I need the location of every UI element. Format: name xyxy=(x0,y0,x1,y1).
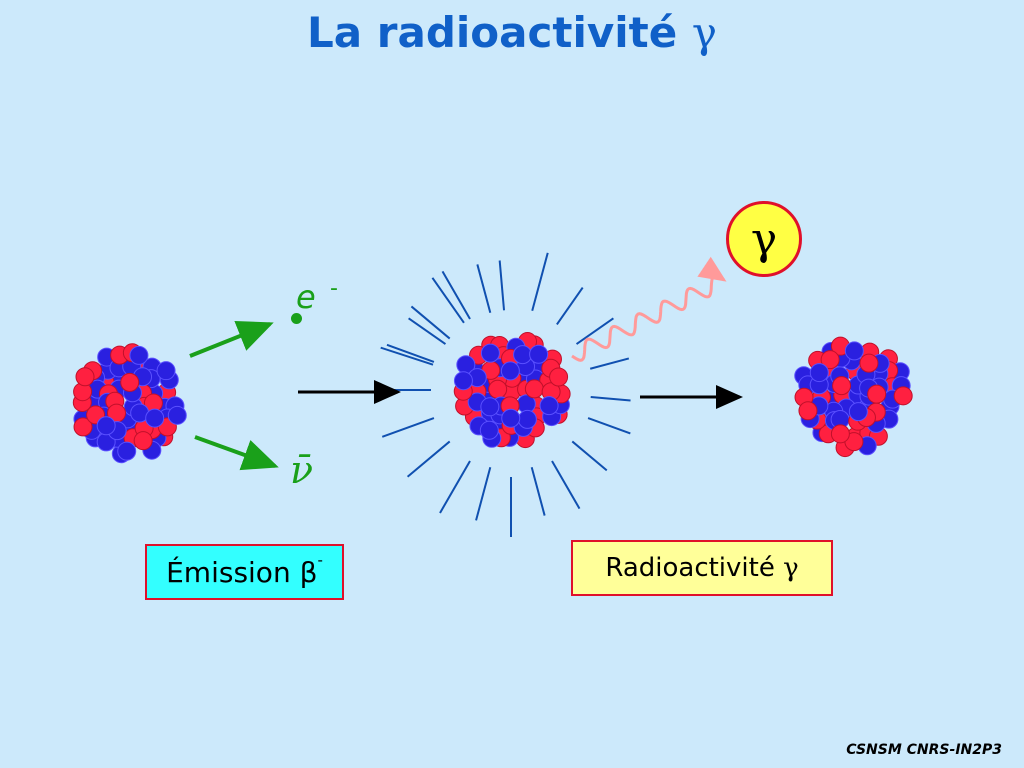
excitation-ray xyxy=(381,417,435,438)
excited-nucleus xyxy=(453,332,571,449)
neutron xyxy=(479,420,499,440)
excitation-ray xyxy=(406,440,451,478)
proton xyxy=(488,379,508,399)
neutron xyxy=(145,408,165,428)
proton xyxy=(798,401,818,421)
title-text: La radioactivité xyxy=(307,8,678,57)
proton xyxy=(73,417,93,437)
antineutrino-arrow xyxy=(194,435,279,471)
electron-charge-label: - xyxy=(330,276,338,301)
neutron xyxy=(848,402,868,422)
gamma-photon-label: γ xyxy=(750,213,778,265)
excitation-ray xyxy=(441,270,471,320)
gamma-photon-wave xyxy=(571,256,727,362)
beta-emission-box: Émission β- xyxy=(145,544,344,600)
neutron xyxy=(844,341,864,361)
proton xyxy=(524,379,544,399)
gamma-radioactivity-box: Radioactivité γ xyxy=(571,540,833,596)
proton xyxy=(859,353,879,373)
excitation-ray xyxy=(530,467,546,516)
neutron xyxy=(156,361,176,381)
neutron xyxy=(129,345,149,365)
ground-state-nucleus xyxy=(794,336,913,458)
beta-emission-label: Émission β xyxy=(166,555,318,589)
proton xyxy=(820,350,840,370)
proton xyxy=(549,367,569,387)
excitation-ray xyxy=(498,260,506,311)
neutron xyxy=(501,408,521,428)
credit-footer: CSNSM CNRS-IN2P3 xyxy=(846,742,1002,758)
neutron xyxy=(809,363,829,383)
electron-dot xyxy=(291,313,302,324)
excitation-ray xyxy=(475,467,492,521)
excitation-ray xyxy=(590,395,631,402)
excitation-ray xyxy=(556,287,584,326)
excitation-ray xyxy=(575,317,614,345)
excitation-rays xyxy=(380,252,631,537)
gamma-photon-symbol: γ xyxy=(726,201,802,277)
neutron xyxy=(96,416,116,436)
neutron xyxy=(529,344,549,364)
electron-arrow xyxy=(189,321,274,358)
neutron xyxy=(517,409,537,429)
proton xyxy=(893,386,913,406)
excitation-ray xyxy=(439,460,471,514)
excitation-ray xyxy=(531,252,549,312)
excitation-ray xyxy=(386,343,435,363)
slide-title: La radioactivité γ xyxy=(0,8,1024,57)
antineutrino-label: ν̄ xyxy=(290,448,314,492)
neutron xyxy=(167,405,187,425)
proton xyxy=(133,431,153,451)
parent-nucleus xyxy=(72,343,187,464)
excitation-ray xyxy=(587,417,631,435)
excitation-ray xyxy=(410,305,451,340)
proton xyxy=(867,384,887,404)
beta-emission-superscript: - xyxy=(317,551,323,569)
excitation-ray xyxy=(408,317,447,345)
title-gamma-symbol: γ xyxy=(691,8,717,57)
neutron xyxy=(453,371,473,391)
excitation-ray xyxy=(571,440,608,472)
neutron xyxy=(539,396,559,416)
excitation-ray xyxy=(380,346,434,366)
electron-label: e xyxy=(296,278,316,316)
gamma-radioactivity-symbol: γ xyxy=(783,553,799,583)
neutron xyxy=(500,361,520,381)
proton xyxy=(120,372,140,392)
proton xyxy=(832,376,852,396)
neutron xyxy=(513,345,533,365)
proton xyxy=(830,424,850,444)
excitation-ray xyxy=(431,277,465,324)
neutron xyxy=(480,343,500,363)
neutron xyxy=(117,441,137,461)
proton xyxy=(75,367,95,387)
excitation-ray xyxy=(551,460,581,510)
excitation-ray xyxy=(589,357,630,370)
excitation-ray xyxy=(476,264,492,313)
gamma-radioactivity-label: Radioactivité xyxy=(605,553,775,583)
neutron xyxy=(480,397,500,417)
